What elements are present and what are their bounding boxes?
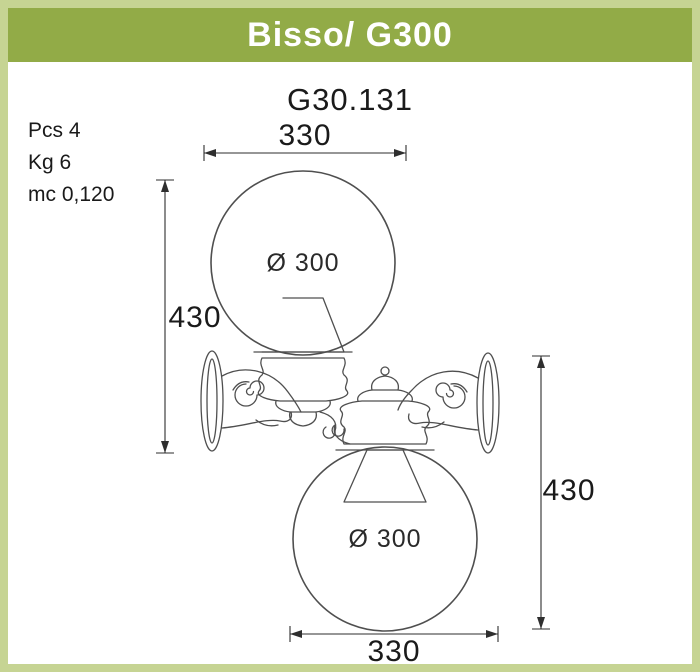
finial-inner-detail: [357, 389, 413, 402]
spec-volume: mc 0,120: [28, 183, 115, 206]
lamp-up-drawing: Ø 300: [200, 170, 396, 452]
wall-plate-left: [200, 350, 224, 452]
globe-down-outline: [292, 446, 478, 632]
cup-ornate-body: [257, 357, 349, 402]
arrow-left-icon: [290, 630, 302, 638]
bracket-leaf-top-right: [450, 383, 468, 393]
finial-ornate-body: [339, 400, 431, 445]
wall-plate-left-inner: [206, 358, 218, 444]
bracket-arm-upper: [221, 369, 302, 413]
bracket-arm-lower-right: [407, 413, 479, 431]
globe-down-diameter-label: Ø 300: [348, 525, 421, 553]
dimension-bottom-width: 330: [289, 626, 499, 668]
bracket-arm-upper-right: [397, 370, 479, 411]
specs-block: Pcs 4 Kg 6 mc 0,120: [28, 120, 114, 216]
arrow-down-icon: [161, 441, 169, 453]
arrow-right-icon: [486, 630, 498, 638]
bracket-scroll-right: [435, 382, 466, 409]
bracket-leaf-bottom-right: [421, 421, 445, 429]
spec-weight: Kg 6: [28, 151, 72, 174]
cup-inner-detail: [275, 400, 331, 413]
arrow-up-icon: [537, 356, 545, 368]
product-series-title: Bisso/ G300: [247, 15, 453, 54]
lamp-down-drawing: Ø 300: [292, 352, 500, 632]
bracket-leaf-bottom: [255, 419, 279, 427]
dimension-top-width-label: 330: [278, 119, 331, 152]
finial-side-scroll: [331, 424, 351, 445]
dimension-right-height-label: 430: [542, 474, 595, 507]
bracket-leaf-top: [232, 381, 250, 391]
arrow-left-icon: [204, 149, 216, 157]
dimension-right-height: 430: [532, 355, 595, 630]
finial-tip: [380, 366, 390, 376]
header-bar: Bisso/ G300: [8, 8, 692, 62]
globe-up-diameter-label: Ø 300: [266, 249, 339, 277]
dimension-bottom-width-label: 330: [367, 635, 420, 668]
dimension-left-height-label: 430: [168, 301, 221, 334]
product-code: G30.131: [287, 82, 413, 117]
spec-pieces: Pcs 4: [28, 119, 81, 142]
dimension-left-height: 430: [156, 179, 221, 454]
globe-up-outline: [210, 170, 396, 356]
arrow-right-icon: [394, 149, 406, 157]
arrow-up-icon: [161, 180, 169, 192]
arrow-down-icon: [537, 617, 545, 629]
bracket-scroll: [234, 380, 265, 407]
globe-down-shade-cone: [343, 449, 427, 503]
bracket-arm-lower: [221, 411, 293, 429]
cup-knuckle: [288, 411, 318, 427]
finial-knob: [370, 375, 400, 391]
wall-plate-right: [476, 352, 500, 454]
dimension-top-width: 330: [203, 119, 407, 161]
wall-plate-right-inner: [482, 360, 494, 446]
globe-up-holder-cone: [261, 297, 345, 353]
